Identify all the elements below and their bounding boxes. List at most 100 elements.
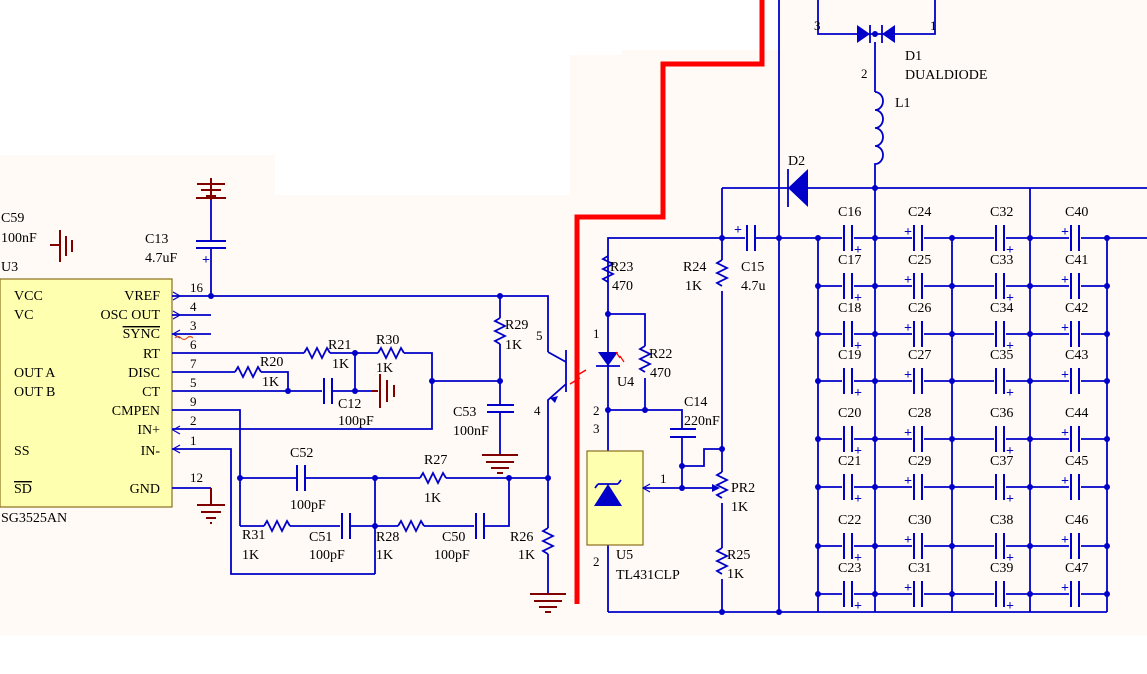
svg-text:C52: C52 <box>290 446 313 461</box>
svg-text:L1: L1 <box>895 96 911 111</box>
cap-c29[interactable]: +C29 <box>904 454 931 501</box>
svg-text:C51: C51 <box>309 530 332 545</box>
svg-text:D1: D1 <box>905 49 922 64</box>
cap-c28[interactable]: +C28 <box>904 406 931 453</box>
cap-c21[interactable]: +C21 <box>838 454 862 507</box>
cap-c38[interactable]: + C38 <box>990 513 1014 566</box>
svg-text:R22: R22 <box>649 347 672 362</box>
svg-text:D2: D2 <box>788 154 805 169</box>
svg-text:+: + <box>1061 581 1069 596</box>
svg-text:+: + <box>1006 551 1014 566</box>
svg-text:5: 5 <box>536 328 543 343</box>
svg-text:1: 1 <box>930 18 937 33</box>
u3-pin-rt: RT <box>143 347 160 362</box>
u3-pin-inminus: IN- <box>141 444 161 459</box>
cap-c39[interactable]: +C39 <box>990 561 1014 614</box>
svg-text:1K: 1K <box>727 567 744 582</box>
svg-text:100nF: 100nF <box>453 424 489 439</box>
cap-c37[interactable]: +C37 <box>990 454 1014 507</box>
cap-c47[interactable]: +C47 <box>1061 561 1088 608</box>
svg-text:1K: 1K <box>242 548 259 563</box>
cap-c42[interactable]: +C42 <box>1061 301 1088 348</box>
svg-text:+: + <box>1061 225 1069 240</box>
isolation-trace <box>574 0 765 604</box>
svg-text:1K: 1K <box>376 548 393 563</box>
svg-text:+: + <box>1006 291 1014 306</box>
cap-bank-label: C46 <box>1065 513 1088 528</box>
ic-u3[interactable]: U3 SG3525AN VCC VC OUT A OUT B SS SD VRE… <box>0 260 211 526</box>
cap-bank-label: C17 <box>838 253 861 268</box>
cap-c13[interactable]: + C13 4.7uF <box>145 178 226 299</box>
cap-c43[interactable]: +C43 <box>1061 348 1088 395</box>
cap-c40[interactable]: + C40 <box>1061 205 1088 252</box>
svg-text:4: 4 <box>534 403 541 418</box>
error-amp-network[interactable]: C52 100pF R27 1K R31 1K C51 100pF R28 1K… <box>211 409 566 613</box>
cap-c15[interactable]: + C15 4.7u <box>722 223 782 294</box>
u3-pin-ss: SS <box>14 444 30 459</box>
cap-c16[interactable]: +C16 <box>838 205 862 258</box>
cap-c17[interactable]: +C17 <box>838 253 862 306</box>
u3-pin-ct: CT <box>142 385 160 400</box>
u3-pinnum-6: 6 <box>190 337 197 352</box>
cap-c35[interactable]: +C35 <box>990 348 1014 401</box>
u3-pinnum-16: 16 <box>190 280 204 295</box>
svg-text:+: + <box>904 368 912 383</box>
cap-bank-label: C34 <box>990 301 1013 316</box>
vref-bus[interactable]: R29 1K C53 100nF <box>211 293 549 474</box>
cap-c36[interactable]: +C36 <box>990 406 1014 459</box>
cap-c22[interactable]: +C22 <box>838 513 862 566</box>
cap-bank-label: C38 <box>990 513 1013 528</box>
svg-text:1K: 1K <box>332 357 349 372</box>
cap-c26[interactable]: +C26 <box>904 301 931 348</box>
cap-c31[interactable]: +C31 <box>904 561 931 608</box>
cap-c25[interactable]: +C25 <box>904 253 931 300</box>
u3-pin-cmpen: CMPEN <box>112 404 160 419</box>
cap-c45[interactable]: +C45 <box>1061 454 1088 501</box>
svg-text:+: + <box>904 581 912 596</box>
svg-text:R30: R30 <box>376 333 399 348</box>
cap-bank-label: C27 <box>908 348 931 363</box>
svg-text:R27: R27 <box>424 453 447 468</box>
svg-text:4.7uF: 4.7uF <box>145 251 178 266</box>
svg-text:TL431CLP: TL431CLP <box>616 568 680 583</box>
svg-text:C12: C12 <box>338 397 361 412</box>
svg-text:R25: R25 <box>727 548 750 563</box>
cap-c32[interactable]: +C32 <box>990 205 1014 258</box>
svg-text:+: + <box>904 321 912 336</box>
svg-text:220nF: 220nF <box>684 414 720 429</box>
cap-bank-label: C40 <box>1065 205 1088 220</box>
svg-text:100pF: 100pF <box>434 548 470 563</box>
svg-text:+: + <box>1006 386 1014 401</box>
cap-c30[interactable]: +C30 <box>904 513 931 560</box>
cap-c59[interactable]: C59 100nF <box>1 211 73 262</box>
svg-text:DUALDIODE: DUALDIODE <box>905 68 987 83</box>
cap-c23[interactable]: +C23 <box>838 561 862 614</box>
cap-c34[interactable]: +C34 <box>990 301 1014 354</box>
cap-bank-label: C25 <box>908 253 931 268</box>
svg-text:100pF: 100pF <box>290 498 326 513</box>
output-stage[interactable]: D2 L1 3 1 2 D1 DUALDIODE <box>722 0 1147 612</box>
svg-text:C59: C59 <box>1 211 24 226</box>
svg-text:PR2: PR2 <box>731 481 755 496</box>
cap-c33[interactable]: +C33 <box>990 253 1014 306</box>
svg-text:+: + <box>1006 492 1014 507</box>
u3-pin-oscout: OSC OUT <box>100 308 160 323</box>
cap-c27[interactable]: + C27 <box>904 348 931 395</box>
cap-bank-label: C36 <box>990 406 1013 421</box>
cap-c19[interactable]: +C19 <box>838 348 862 401</box>
svg-text:100pF: 100pF <box>338 414 374 429</box>
cap-c20[interactable]: +C20 <box>838 406 862 459</box>
cap-c46[interactable]: +C46 <box>1061 513 1088 560</box>
cap-c24[interactable]: +C24 <box>904 205 931 252</box>
capacitor-bank[interactable]: +C16+C17+C18+C19+C20+C21+C22+C23+C24+C25… <box>779 188 1147 614</box>
cap-bank-label: C24 <box>908 205 931 220</box>
cap-c18[interactable]: +C18 <box>838 301 862 354</box>
cap-c41[interactable]: +C41 <box>1061 253 1088 300</box>
timing-network[interactable]: R21 1K R30 1K R20 1K C12 100pF <box>211 333 433 430</box>
cap-bank-label: C19 <box>838 348 861 363</box>
feedback-network[interactable]: R23 470 R22 470 U4 1 2 3 1 2 C14 220nF U… <box>586 188 816 615</box>
svg-text:R20: R20 <box>260 355 283 370</box>
cap-c44[interactable]: +C44 <box>1061 406 1088 453</box>
svg-text:R31: R31 <box>242 528 265 543</box>
u3-pin-sd: SD <box>14 482 32 497</box>
